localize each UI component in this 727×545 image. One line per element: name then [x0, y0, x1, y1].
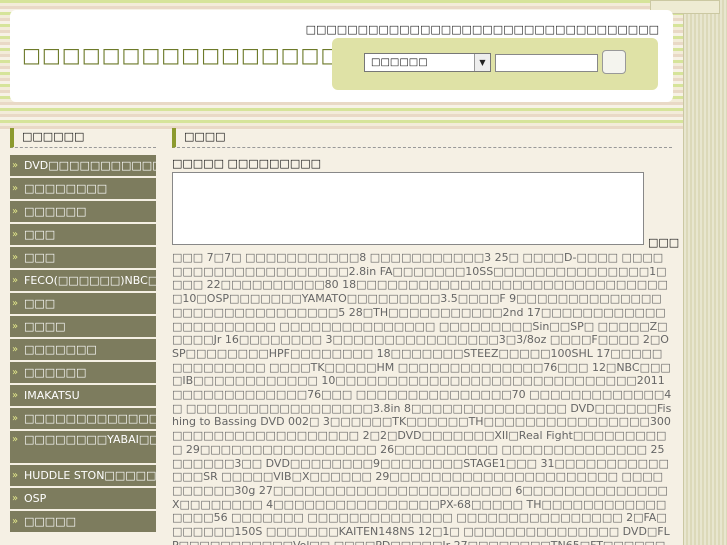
double-chevron-right-icon: » — [12, 321, 19, 332]
search-category-value: □□□□□□ — [371, 57, 428, 68]
sidebar-item[interactable]: » □□□□□□□ — [10, 339, 156, 360]
double-chevron-right-icon: » — [12, 470, 19, 481]
sidebar-item[interactable]: » □□□□□ — [10, 511, 156, 532]
sidebar-item[interactable]: » □□□ — [10, 247, 156, 268]
chevron-down-icon: ▼ — [474, 54, 490, 71]
sidebar-item-label: FECO(□□□□□□)NBC□□□□ — [24, 274, 156, 287]
sidebar-item-label: □□□□□□ — [24, 366, 87, 379]
search-button[interactable] — [602, 50, 626, 74]
sidebar-heading: □□□□□□ — [10, 128, 156, 148]
sidebar-item[interactable]: » FECO(□□□□□□)NBC□□□□ — [10, 270, 156, 291]
double-chevron-right-icon: » — [12, 252, 19, 263]
sidebar-item[interactable]: » IMAKATSU — [10, 385, 156, 406]
sidebar: □□□□□□ »DVD□□□□□□□□□□□ »□□□□□□□□ »□□□□□□… — [10, 128, 156, 534]
sidebar-item-label: □□□□□□□□YABAI□□□□□□□□□□□□□□□□ — [24, 433, 156, 446]
double-chevron-right-icon: » — [12, 344, 19, 355]
double-chevron-right-icon: » — [12, 493, 19, 504]
search-category-select[interactable]: □□□□□□ ▼ — [364, 53, 491, 72]
sidebar-item-label: □□□ — [24, 297, 56, 310]
sidebar-item[interactable]: » □□□ — [10, 224, 156, 245]
search-panel: □□□□□□ ▼ — [332, 38, 658, 90]
sidebar-item[interactable]: » □□□□□□ — [10, 362, 156, 383]
sidebar-item-label: □□□□ — [24, 320, 66, 333]
double-chevron-right-icon: » — [12, 275, 19, 286]
main-heading: □□□□ — [172, 128, 672, 148]
header-tagline: □□□□□□□□□□□□□□□□□□□□□□□□□□□□□□□□□□ — [305, 23, 659, 36]
body-text: □□□ 7□7□ □□□□□□□□□□□8 □□□□□□□□□□□3 25□ □… — [172, 251, 672, 545]
sidebar-item[interactable]: » □□□□□□□□ — [10, 178, 156, 199]
sidebar-item[interactable]: » □□□□ — [10, 316, 156, 337]
double-chevron-right-icon: » — [12, 367, 19, 378]
double-chevron-right-icon: » — [12, 206, 19, 217]
textarea-label: □□□□□ □□□□□□□□□ — [172, 157, 321, 170]
main-content: □□□□ □□□□□ □□□□□□□□□ □□□ □□□ 7□7□ □□□□□□… — [172, 128, 679, 545]
double-chevron-right-icon: » — [12, 183, 19, 194]
right-rail — [683, 0, 727, 545]
sidebar-item[interactable]: » OSP — [10, 488, 156, 509]
sidebar-item[interactable]: » □□□□□□ — [10, 201, 156, 222]
sidebar-item-label: OSP — [24, 492, 47, 505]
sidebar-item[interactable]: » HUDDLE STON□□□□□□□ — [10, 465, 156, 486]
double-chevron-right-icon: » — [12, 390, 19, 401]
sidebar-item-label: □□□□□□□ — [24, 343, 97, 356]
double-chevron-right-icon: » — [12, 516, 19, 527]
sidebar-item[interactable]: » □□□□□□□□□□□□□□□□□ — [10, 408, 156, 429]
sidebar-item[interactable]: » □□□□□□□□YABAI□□□□□□□□□□□□□□□□ — [10, 431, 156, 463]
double-chevron-right-icon: » — [12, 229, 19, 240]
search-input[interactable] — [495, 54, 598, 72]
sidebar-item-label: □□□□□ — [24, 515, 76, 528]
double-chevron-right-icon: » — [12, 434, 19, 445]
sidebar-item-label: IMAKATSU — [24, 389, 80, 402]
sidebar-item[interactable]: » □□□ — [10, 293, 156, 314]
sidebar-item-label: HUDDLE STON□□□□□□□ — [24, 469, 156, 482]
sidebar-item-label: □□□□□□□□ — [24, 182, 108, 195]
double-chevron-right-icon: » — [12, 160, 19, 171]
double-chevron-right-icon: » — [12, 298, 19, 309]
sidebar-item-label: □□□□□□ — [24, 205, 87, 218]
site-header: □□□□□□□□□□□□□□□□□□□□ □□□□□□□□□□□□□□□□□□□… — [10, 10, 673, 102]
sidebar-item-label: □□□ — [24, 228, 56, 241]
sidebar-item-label: DVD□□□□□□□□□□□ — [24, 159, 156, 172]
submit-link[interactable]: □□□ — [648, 236, 680, 249]
sidebar-item[interactable]: » DVD□□□□□□□□□□□ — [10, 155, 156, 176]
double-chevron-right-icon: » — [12, 413, 19, 424]
sidebar-item-label: □□□□□□□□□□□□□□□□□ — [24, 412, 156, 425]
sidebar-item-label: □□□ — [24, 251, 56, 264]
main-textarea[interactable] — [172, 172, 644, 245]
